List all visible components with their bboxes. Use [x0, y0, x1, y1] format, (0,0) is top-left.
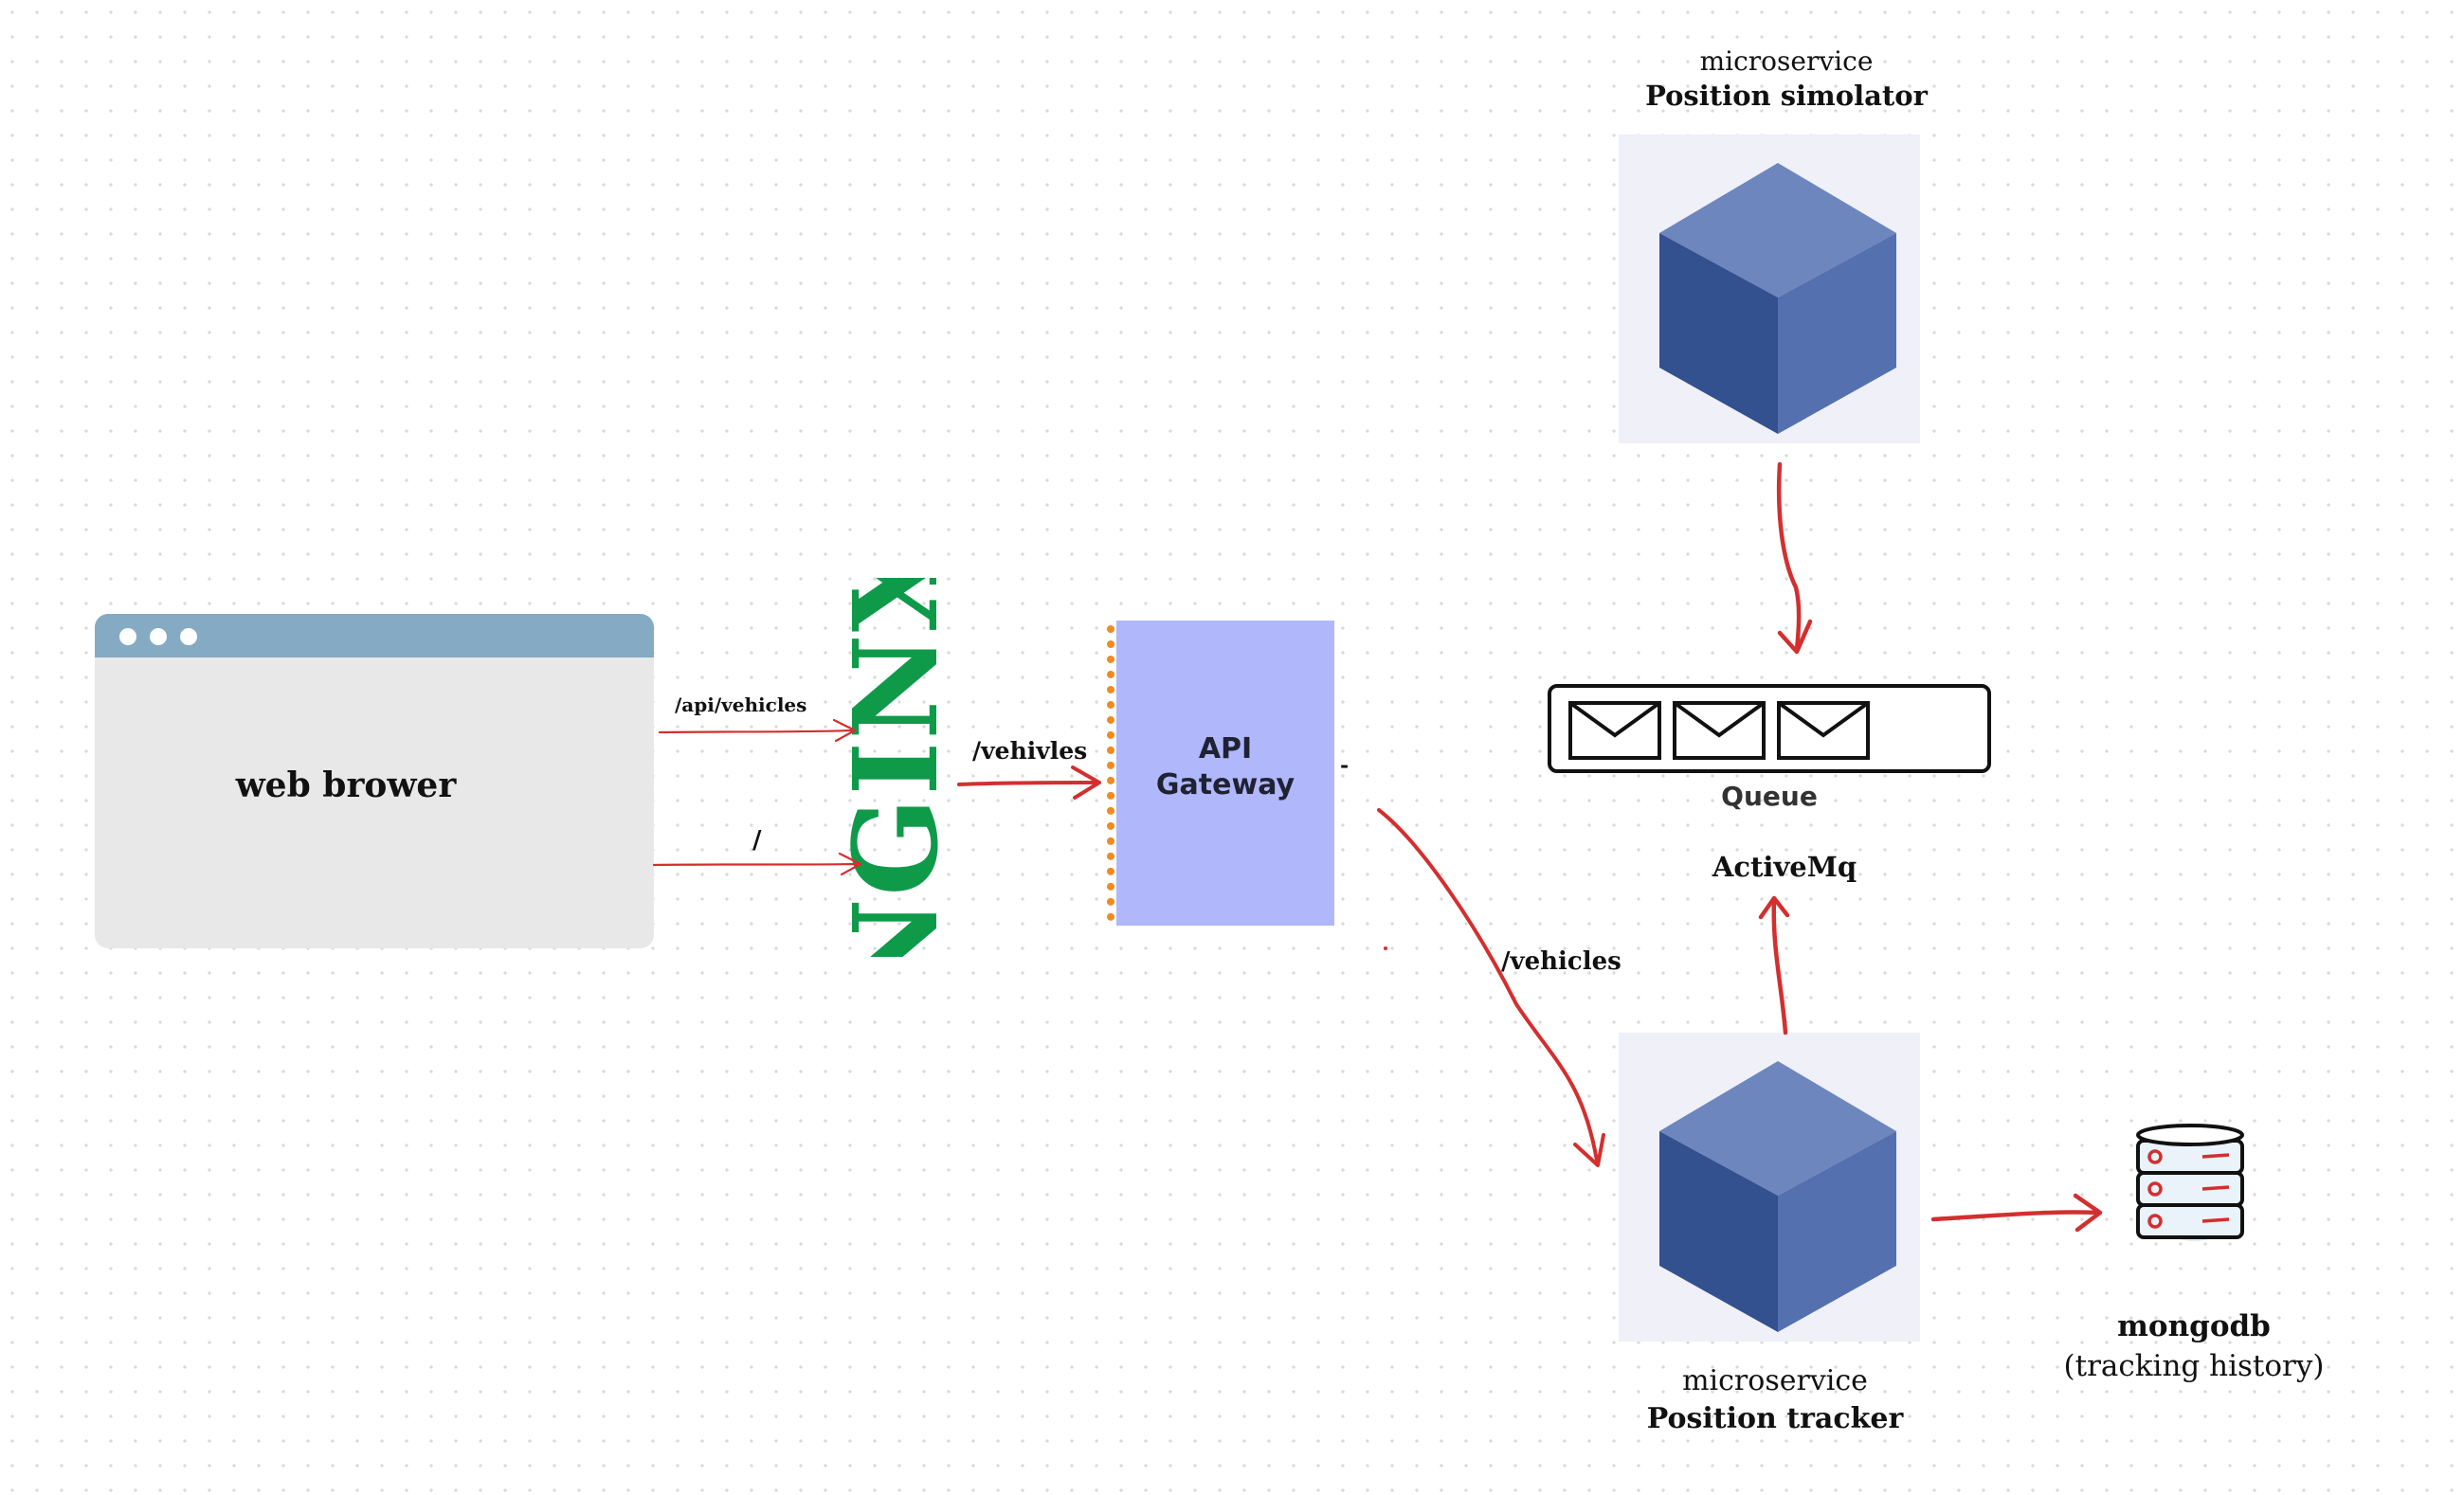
simulator-panel [1619, 135, 1920, 443]
arrow-nginx-gateway [957, 781, 1099, 786]
message-envelope-icon [1777, 701, 1870, 760]
window-dot-icon [150, 628, 167, 645]
arrow-api-vehicles [658, 729, 855, 734]
mongodb-label: mongodb [2117, 1309, 2271, 1343]
queue-label: Queue [1721, 781, 1818, 812]
broker-label: ActiveMq [1712, 851, 1857, 883]
arrow-tracker-broker [1771, 897, 1788, 1036]
gateway-border [1107, 625, 1114, 921]
arrowhead-icon [1758, 895, 1790, 920]
arrow-root [652, 862, 861, 867]
arrowhead-icon [832, 718, 857, 743]
window-dot-icon [119, 628, 136, 645]
route-label-tracker: /vehicles [1501, 947, 1622, 976]
nginx-logo-icon: NGINX [834, 578, 964, 957]
arrowhead-icon [1777, 619, 1813, 655]
arrowhead-icon [838, 852, 862, 876]
tracker-name: Position tracker [1646, 1402, 1904, 1435]
window-dot-icon [180, 628, 197, 645]
tracker-kind: microservice [1682, 1364, 1868, 1397]
arrowhead-icon [2073, 1193, 2103, 1233]
arrow-gateway-tracker [1377, 808, 1599, 1162]
gateway-label-line1: API [1198, 732, 1253, 766]
message-envelope-icon [1568, 701, 1661, 760]
web-browser-window: web brower [95, 614, 654, 948]
mongodb-desc: (tracking history) [2063, 1349, 2325, 1383]
route-label-root: / [752, 826, 762, 855]
browser-label: web brower [235, 766, 457, 805]
simulator-name: Position simolator [1645, 80, 1928, 112]
queue-box [1548, 684, 1991, 773]
simulator-kind: microservice [1699, 45, 1874, 77]
gateway-dash: - [1340, 753, 1350, 778]
nginx-logo-text: NGINX [834, 578, 964, 957]
browser-titlebar [95, 614, 654, 657]
database-icon [2136, 1124, 2244, 1241]
cube-icon [1659, 163, 1896, 434]
cube-icon [1659, 1061, 1896, 1332]
tracker-panel [1619, 1033, 1920, 1342]
arrowhead-icon [1071, 766, 1101, 800]
route-label-gateway: /vehivles [972, 737, 1088, 765]
arrow-tracker-mongodb [1930, 1210, 2101, 1222]
arrow-simulator-queue [1776, 461, 1802, 653]
api-gateway-box: API Gateway [1116, 621, 1334, 926]
message-envelope-icon [1673, 701, 1766, 760]
gateway-label-line2: Gateway [1155, 768, 1295, 802]
arrowhead-icon [1573, 1133, 1605, 1167]
route-label-api-vehicles: /api/vehicles [675, 693, 807, 716]
